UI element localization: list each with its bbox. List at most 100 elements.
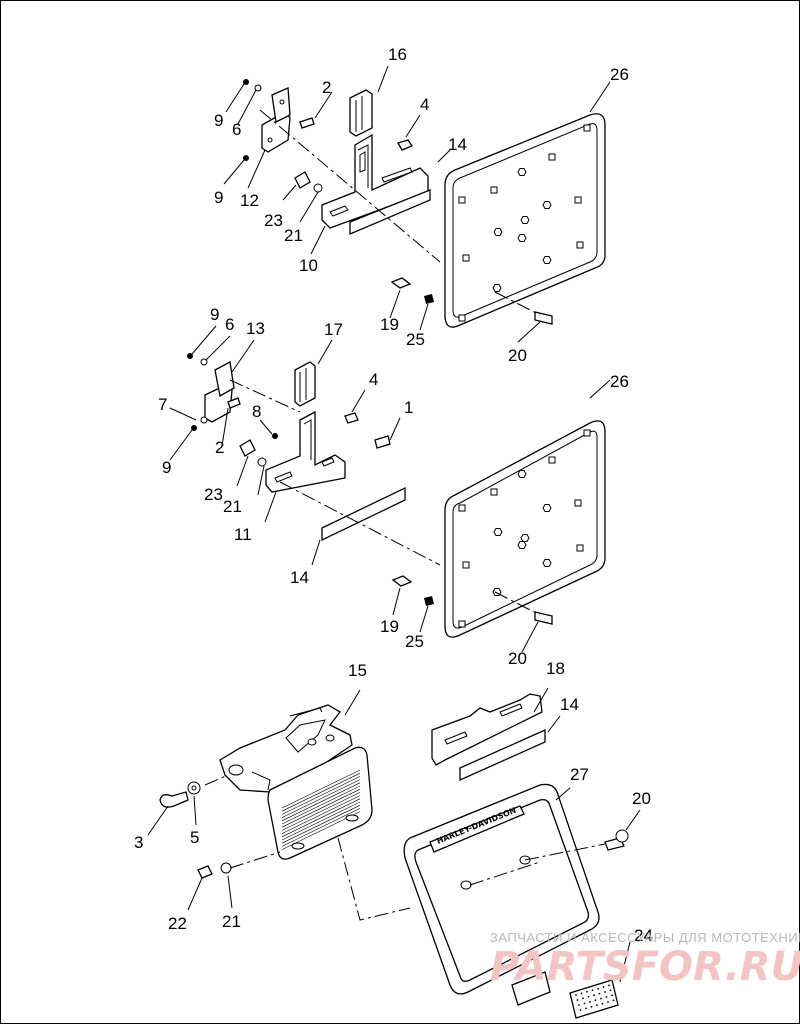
plate-hole <box>490 488 498 496</box>
callout-top-25: 25 <box>406 330 425 349</box>
license-light-housing <box>267 746 373 860</box>
grille-line <box>281 788 361 828</box>
license-plate-middle <box>444 420 606 638</box>
reflector-dot <box>587 995 590 998</box>
grille-line <box>281 776 361 815</box>
screw-20 <box>534 311 553 325</box>
nut-9c <box>187 353 193 359</box>
mount-15 <box>219 704 353 793</box>
nut-9d <box>191 425 197 431</box>
grille-line <box>281 801 361 841</box>
grille-line <box>281 808 361 847</box>
screw-2b <box>227 397 241 409</box>
reflector-dot <box>582 997 584 1000</box>
bracket-12 <box>261 87 291 153</box>
plate-hole <box>493 528 503 536</box>
callout-top-16: 16 <box>388 45 407 64</box>
callout-bottom-27: 27 <box>570 765 589 784</box>
reflector-dot <box>578 1004 580 1006</box>
grille-line <box>281 795 361 834</box>
screw-20c-head <box>615 829 629 843</box>
top-assembly <box>223 65 611 343</box>
grille-line <box>281 785 361 825</box>
callout-top-9: 9 <box>214 111 223 130</box>
screw-19b <box>391 575 413 587</box>
callout-top-9: 9 <box>214 188 223 207</box>
callout-middle-9: 9 <box>210 305 219 324</box>
license-plate-top <box>444 113 606 328</box>
callout-middle-13: 13 <box>246 319 265 338</box>
washer-21 <box>313 183 323 193</box>
plate-hole <box>490 186 498 194</box>
nut-22 <box>197 865 213 879</box>
callout-middle-21: 21 <box>223 497 242 516</box>
reflector-dot <box>596 1004 598 1007</box>
callout-middle-20: 20 <box>508 649 527 668</box>
reflector-dot <box>586 990 588 993</box>
callout-top-10: 10 <box>299 256 318 275</box>
plate-hole <box>576 241 584 249</box>
washer-5-inner <box>191 785 197 791</box>
callout-bottom-22: 22 <box>168 914 187 933</box>
callout-bottom-3: 3 <box>134 833 143 852</box>
nut-25b <box>424 596 434 606</box>
nut-25 <box>424 294 434 304</box>
bottom-assembly: HARLEY-DAVIDSON <box>147 687 641 1019</box>
callout-middle-11: 11 <box>234 525 252 544</box>
plate-hole <box>548 456 556 464</box>
screw-1 <box>374 435 391 449</box>
callout-top-19: 19 <box>380 315 399 334</box>
callout-bottom-21: 21 <box>222 912 241 931</box>
plate-hole <box>542 201 552 209</box>
callout-middle-4: 4 <box>369 370 378 389</box>
nut-8 <box>272 433 278 439</box>
watermark: ЗАПЧАСТИ И АКСЕССУАРЫ ДЛЯ МОТОТЕХНИКИ PA… <box>490 930 800 990</box>
spacer-17 <box>294 361 316 407</box>
callout-top-23: 23 <box>264 211 283 230</box>
reflector-strip-middle <box>321 486 406 542</box>
plate-hole <box>517 168 527 176</box>
reflector-dot <box>585 1007 587 1010</box>
reflector-strip-top <box>349 189 431 235</box>
grille-line <box>281 798 361 838</box>
screw-4 <box>397 139 413 151</box>
reflector-strip-bottom <box>459 728 546 782</box>
plate-hole <box>458 314 466 322</box>
reflector-dot <box>602 986 605 988</box>
reflector-dot <box>609 989 612 992</box>
plate-hole <box>517 234 527 242</box>
reflector-dot <box>579 1009 582 1011</box>
callout-middle-8: 8 <box>252 402 261 421</box>
screw-3 <box>159 791 189 808</box>
callout-middle-9: 9 <box>162 458 171 477</box>
callout-bottom-24: 24 <box>634 926 653 945</box>
watermark-text: ЗАПЧАСТИ И АКСЕССУАРЫ ДЛЯ МОТОТЕХНИКИ <box>490 930 800 945</box>
plate-hole <box>458 196 466 204</box>
callout-bottom-18: 18 <box>546 659 565 678</box>
screw-19 <box>390 277 412 289</box>
washer-6 <box>254 84 262 92</box>
plate-hole <box>548 153 556 161</box>
watermark-logo: PARTSFOR.RU <box>490 944 800 990</box>
grille-line <box>281 782 361 822</box>
bracket-18 <box>431 693 543 766</box>
plate-hole <box>542 256 552 264</box>
plate-hole <box>520 534 530 542</box>
plate-hole <box>542 559 552 567</box>
callout-middle-1: 1 <box>404 398 413 417</box>
washer-7 <box>200 416 208 424</box>
plate-hole <box>517 470 527 478</box>
plate-hole <box>583 124 591 132</box>
plate-hole <box>462 254 470 262</box>
plate-hole <box>462 561 470 569</box>
callout-bottom-15: 15 <box>348 661 367 680</box>
nut-23b <box>239 439 256 457</box>
plate-hole <box>574 499 582 507</box>
reflector-dot <box>607 1001 609 1003</box>
reflector-dot <box>611 994 613 997</box>
nut-9a <box>243 79 249 85</box>
callout-top-20: 20 <box>508 346 527 365</box>
callout-middle-7: 7 <box>158 395 167 414</box>
plate-hole <box>493 228 503 236</box>
